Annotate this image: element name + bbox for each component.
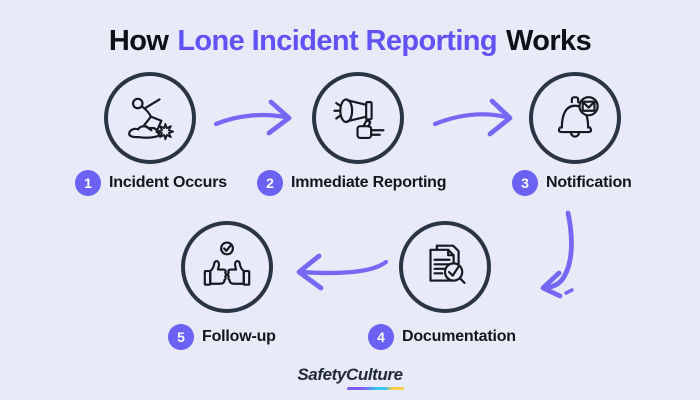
step-2-label: Immediate Reporting xyxy=(291,174,447,191)
logo-text-culture: Culture xyxy=(346,365,404,390)
step-3-label: Notification xyxy=(546,174,632,191)
step-4-caption: 4 Documentation xyxy=(368,324,516,350)
step-2-caption: 2 Immediate Reporting xyxy=(257,170,447,196)
slip-and-fall-icon xyxy=(128,97,175,141)
title-suffix: Works xyxy=(506,25,592,57)
step-3-badge: 3 xyxy=(512,170,538,196)
step-2-badge: 2 xyxy=(257,170,283,196)
step-2-circle xyxy=(312,72,404,164)
step-1-badge: 1 xyxy=(75,170,101,196)
megaphone-icon xyxy=(333,98,385,140)
step-5-circle xyxy=(181,221,273,313)
step-4-label: Documentation xyxy=(402,328,516,345)
step-4-badge: 4 xyxy=(368,324,394,350)
page-title: How Lone Incident Reporting Works xyxy=(0,25,700,58)
bell-envelope-icon xyxy=(557,96,599,138)
title-prefix: How xyxy=(108,25,169,57)
step-5-caption: 5 Follow-up xyxy=(168,324,276,350)
arrow-step4-to-step5-icon xyxy=(296,253,389,291)
logo-text-safety: Safety xyxy=(297,365,346,384)
step-1-caption: 1 Incident Occurs xyxy=(75,170,227,196)
thumbs-up-check-icon xyxy=(203,241,251,286)
step-1-circle xyxy=(104,72,196,164)
arrow-step1-to-step2-icon xyxy=(213,99,292,136)
document-magnifier-icon xyxy=(429,244,466,284)
title-highlight: Lone Incident Reporting xyxy=(177,25,497,57)
step-3-circle xyxy=(529,72,621,164)
step-3-caption: 3 Notification xyxy=(512,170,632,196)
step-5-badge: 5 xyxy=(168,324,194,350)
arrow-step2-to-step3-icon xyxy=(432,98,513,137)
step-4-circle xyxy=(399,221,491,313)
step-1-label: Incident Occurs xyxy=(109,174,227,191)
step-5-label: Follow-up xyxy=(202,328,276,345)
logo-gradient-underline xyxy=(346,387,404,390)
arrow-step3-to-step4-icon xyxy=(540,210,574,299)
